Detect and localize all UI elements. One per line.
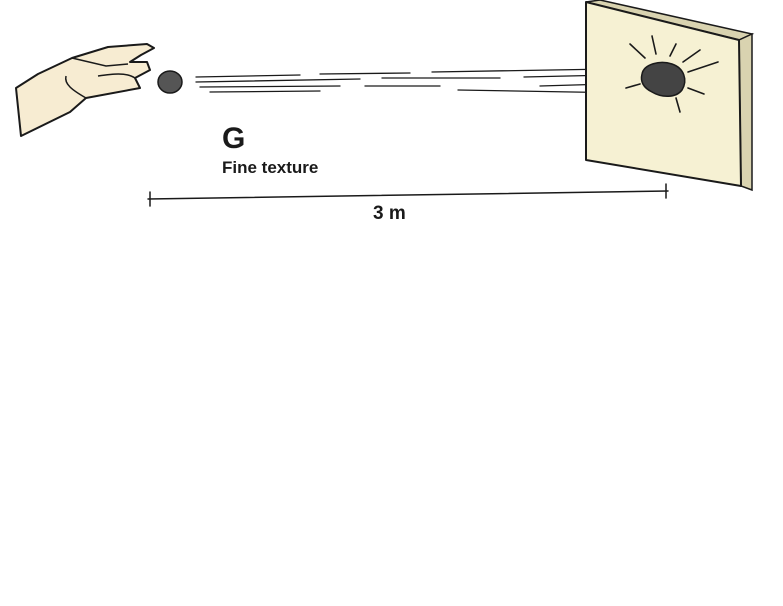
distance-label-crop: 3 m [355,200,435,220]
impact-rays [625,35,719,113]
figure-letter: G [222,122,246,155]
soil-ball-icon [157,70,183,94]
distance-label: 3 m [373,203,406,220]
soil-splat-icon [640,61,686,97]
figure-caption: Fine texture [222,158,319,177]
throwing-hand-icon [15,43,155,137]
motion-trail [195,68,631,94]
distance-dimension-line [147,183,669,207]
